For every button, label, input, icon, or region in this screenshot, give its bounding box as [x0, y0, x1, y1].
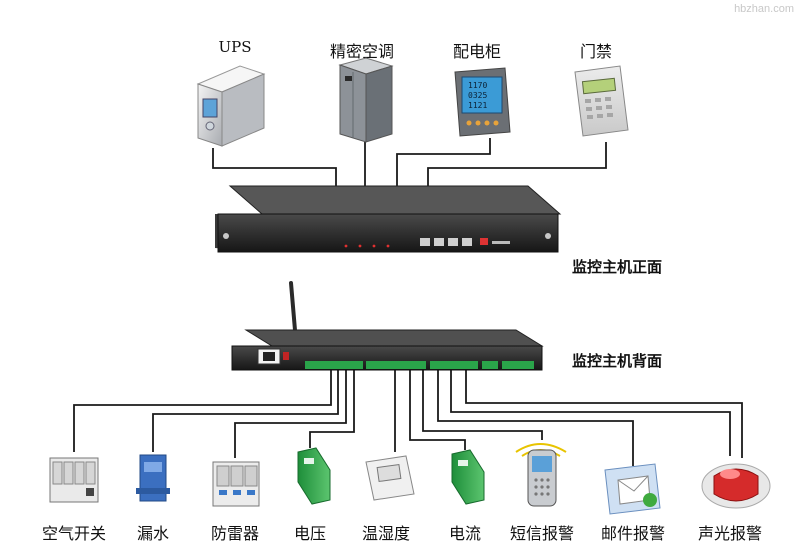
label-temp-humidity: 温湿度	[361, 524, 411, 543]
sms-alarm-icon	[515, 443, 567, 507]
label-host-back: 监控主机背面	[572, 352, 663, 370]
label-current: 电流	[448, 524, 482, 543]
label-email-alarm: 邮件报警	[600, 524, 666, 543]
label-sms-alarm: 短信报警	[509, 524, 575, 543]
label-access-control: 门禁	[579, 42, 613, 61]
ups-icon	[196, 65, 266, 147]
sound-light-alarm-icon	[701, 463, 771, 509]
label-precision-ac: 精密空调	[329, 42, 395, 61]
access-control-icon	[574, 65, 629, 137]
label-water-leak: 漏水	[136, 524, 170, 543]
temp-humidity-icon	[365, 455, 415, 501]
voltage-transmitter-icon	[297, 447, 331, 505]
meter-reading-1: 1170	[468, 81, 487, 90]
label-air-switch: 空气开关	[41, 524, 107, 543]
air-switch-icon	[49, 457, 99, 503]
host-back-icon	[231, 281, 544, 371]
email-alarm-icon	[604, 463, 661, 515]
meter-reading-2: 0325	[468, 91, 487, 100]
water-leak-icon	[136, 454, 170, 502]
bottom-wires	[73, 370, 743, 466]
host-front-icon	[215, 185, 562, 253]
label-ups: UPS	[218, 38, 252, 56]
meter-reading-3: 1121	[468, 101, 487, 110]
lightning-protector-icon	[212, 461, 260, 507]
label-lightning-protector: 防雷器	[210, 524, 260, 543]
precision-ac-icon	[338, 57, 394, 143]
label-distribution-cabinet: 配电柜	[452, 42, 502, 61]
top-wires	[212, 138, 607, 186]
label-voltage: 电压	[293, 524, 327, 543]
label-sound-light-alarm: 声光报警	[697, 524, 763, 543]
distribution-meter-icon: 1170 0325 1121	[454, 67, 511, 137]
watermark: hbzhan.com	[734, 3, 794, 15]
current-transmitter-icon	[451, 449, 485, 505]
label-host-front: 监控主机正面	[572, 258, 663, 276]
